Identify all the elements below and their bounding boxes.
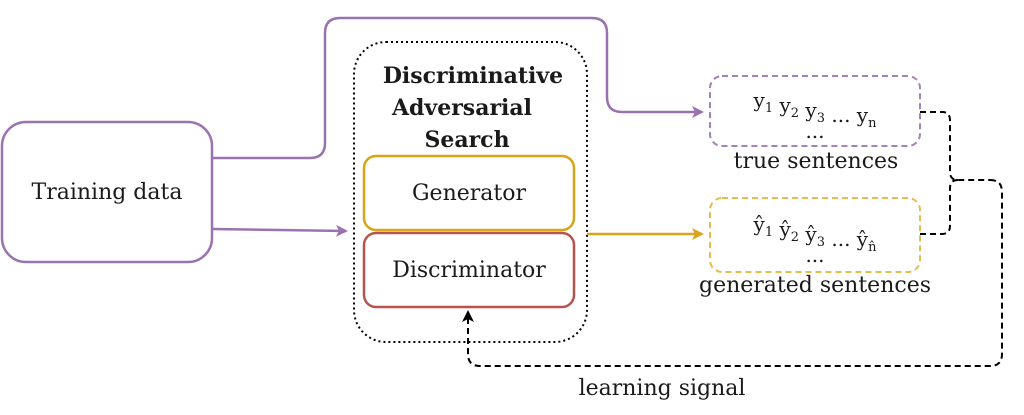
true-sequence: y1 y2 y3 ... yn bbox=[753, 88, 878, 131]
das-title-line-1: Discriminative bbox=[383, 63, 563, 89]
generated-sentences-box: ŷ1 ŷ2 ŷ3 ... ŷn̂ ... bbox=[709, 197, 921, 273]
gen-seq-subscript-3: 3 bbox=[817, 235, 825, 250]
generator-node: Generator bbox=[362, 154, 576, 232]
training-to-das-arrow bbox=[211, 224, 348, 237]
training-data-node: Training data bbox=[0, 120, 214, 264]
training-data-label: Training data bbox=[32, 180, 183, 205]
true-sentences-caption: true sentences bbox=[734, 149, 899, 174]
generated-to-merge-line bbox=[920, 179, 959, 235]
true-seq-subscript-2: 2 bbox=[791, 106, 799, 121]
gen-seq-token-1: ŷ bbox=[753, 212, 766, 236]
gen-seq-subscript-5: n̂ bbox=[868, 240, 877, 255]
true-seq-subscript-1: 1 bbox=[765, 101, 773, 116]
true-seq-token-4: ... bbox=[825, 103, 850, 127]
gen-seq-subscript-2: 2 bbox=[791, 230, 799, 245]
true-seq-token-1: y bbox=[753, 88, 766, 112]
true-seq-token-5: y bbox=[850, 103, 868, 127]
gen-seq-subscript-1: 1 bbox=[765, 225, 773, 240]
generated-ellipsis: ... bbox=[805, 243, 824, 267]
true-seq-subscript-3: 3 bbox=[817, 111, 825, 126]
true-seq-token-2: y bbox=[773, 93, 791, 117]
gen-seq-token-4: ... bbox=[825, 227, 850, 251]
generated-sentences-caption: generated sentences bbox=[699, 273, 931, 298]
true-sentences-box: y1 y2 y3 ... yn ... bbox=[709, 75, 921, 147]
gen-seq-token-5: ŷ bbox=[850, 227, 868, 251]
learning-signal-label: learning signal bbox=[579, 376, 746, 401]
das-title-line-2: Adversarial bbox=[391, 95, 532, 121]
generated-sequence: ŷ1 ŷ2 ŷ3 ... ŷn̂ bbox=[753, 212, 878, 255]
true-seq-subscript-5: n bbox=[868, 116, 877, 131]
generator-label: Generator bbox=[412, 181, 527, 206]
true-to-merge-line bbox=[920, 111, 990, 181]
learning-signal-arrow bbox=[462, 179, 1003, 367]
true-ellipsis: ... bbox=[805, 119, 824, 143]
true-seq-token-3: y bbox=[799, 98, 817, 122]
das-title-line-3: Search bbox=[424, 127, 509, 153]
gen-seq-token-2: ŷ bbox=[773, 217, 791, 241]
gen-seq-token-3: ŷ bbox=[799, 222, 817, 246]
discriminator-label: Discriminator bbox=[392, 258, 546, 283]
discriminator-node: Discriminator bbox=[362, 231, 576, 309]
training-to-true-arrow bbox=[212, 16, 704, 160]
